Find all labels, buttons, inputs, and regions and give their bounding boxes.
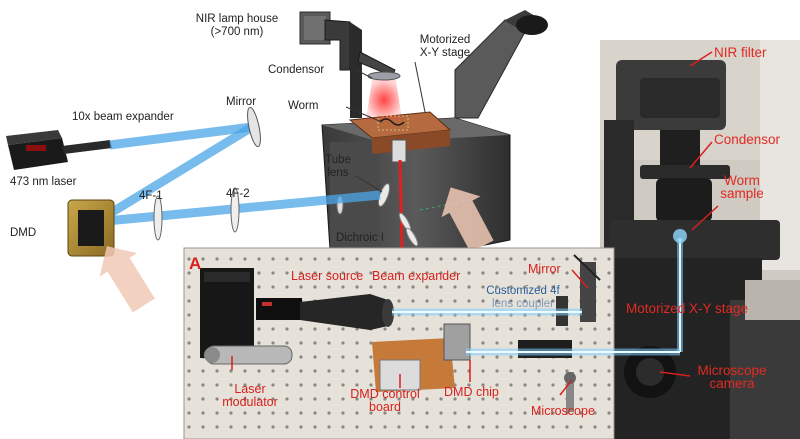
label-microscope-camera: Microscope camera (697, 363, 767, 391)
label-mirror: Mirror (226, 96, 257, 108)
label-nir-lamp-house: NIR lamp house (>700 nm) (195, 13, 279, 38)
panel-a-photo (183, 247, 680, 439)
label-panel-mirror: Mirror (528, 262, 561, 276)
label-4f-2: 4F-2 (226, 188, 250, 200)
label-laser-source: Laser source (291, 269, 364, 283)
label-right-condensor: Condensor (714, 132, 781, 147)
right-microscope-photo (600, 40, 800, 439)
label-right-motorized-xy: Motorized X-Y stage (626, 301, 749, 316)
label-dmd-chip: DMD chip (444, 385, 499, 399)
label-4f-1: 4F-1 (139, 190, 163, 202)
label-nir-filter: NIR filter (714, 45, 767, 60)
label-tube-lens: Tube lens (325, 154, 351, 179)
label-worm: Worm (288, 100, 319, 112)
label-customized-4f: Customized 4f lens coupler (486, 285, 560, 310)
label-microscope: Microscope (531, 404, 595, 418)
label-473-laser: 473 nm laser (10, 176, 77, 188)
label-laser-modulator: Laser modulator (222, 382, 278, 409)
label-motorized-xy-stage: Motorized X-Y stage (419, 34, 471, 59)
label-10x-beam-expander: 10x beam expander (72, 111, 174, 123)
label-worm-sample: Worm sample (720, 173, 764, 201)
label-dmd-control-board: DMD control board (350, 387, 420, 414)
label-dmd: DMD (10, 227, 37, 239)
label-beam-expander: Beam expander (372, 269, 461, 283)
schematic-laser-path (6, 106, 381, 257)
label-condensor: Condensor (268, 64, 325, 76)
panel-letter-a: A (189, 254, 202, 273)
label-dichroic: Dichroic I (336, 232, 384, 244)
